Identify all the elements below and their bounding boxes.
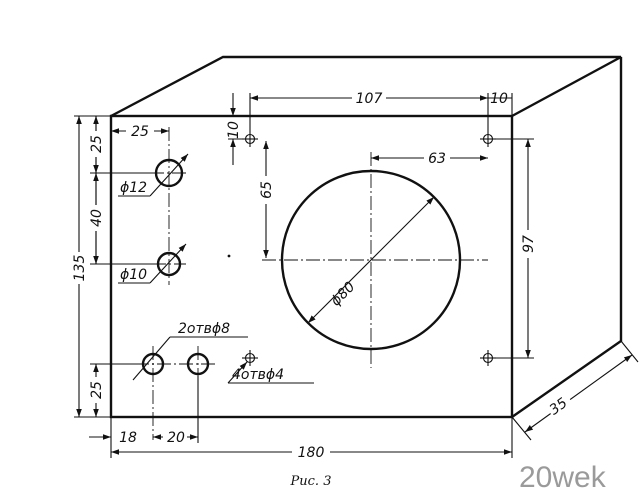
dim-180-gap <box>292 444 330 459</box>
right-horizontal-dimension: 63 <box>371 150 488 167</box>
dim-35-ext-front <box>511 416 532 441</box>
dim-107-gap <box>352 89 386 105</box>
label-two-holes: 2отвϕ8 <box>178 321 230 337</box>
left-horizontal-dimension: 25 <box>111 123 169 140</box>
large-opening: ϕ80 <box>262 152 488 368</box>
dim-35-ext-back <box>620 340 639 363</box>
depth-35-dimension: 35 <box>511 340 639 441</box>
dim-65: 65 <box>259 181 275 199</box>
dim-20-gap <box>163 430 187 444</box>
leader-8 <box>132 336 171 381</box>
front-face <box>109 114 514 419</box>
dim-97: 97 <box>521 235 537 253</box>
vertical-97-dimension: 97 <box>492 138 537 359</box>
diameter-80-line <box>307 196 435 324</box>
label-d10: ϕ10 <box>120 267 147 283</box>
dim-135: 135 <box>72 255 88 282</box>
label-d80: ϕ80 <box>328 279 359 310</box>
dim-25-v-bottom-gap <box>88 377 104 403</box>
label-d12: ϕ12 <box>120 180 147 196</box>
dim-63-gap <box>424 150 450 165</box>
small-mark-dot <box>227 254 231 258</box>
dim-10-hole-offset: 10 <box>226 121 242 139</box>
dim-10-top: 10 <box>490 91 508 107</box>
leader-12 <box>149 153 189 197</box>
dim-18: 18 <box>119 430 137 446</box>
upper-left-holes: ϕ12 ϕ10 <box>118 127 189 285</box>
dim-35-line <box>524 354 633 433</box>
label-four-holes: 4отвϕ4 <box>232 367 284 383</box>
dim-40: 40 <box>89 209 105 227</box>
dim-25-h-gap <box>126 123 154 138</box>
watermark-text: 20wek <box>519 461 607 494</box>
dim-63: 63 <box>428 151 446 167</box>
dim-107: 107 <box>356 91 383 107</box>
top-dimensions: 107 10 10 <box>226 89 513 165</box>
leader-4 <box>227 361 248 384</box>
mounting-holes: 4отвϕ4 <box>227 93 496 384</box>
dim-25-vertical-bottom: 25 <box>89 381 105 399</box>
width-180-dimension: 180 <box>110 417 513 461</box>
dim-135-gap <box>71 252 87 284</box>
vertical-65-dimension: 65 <box>258 141 275 258</box>
figure-caption: Рис. 3 <box>290 474 332 489</box>
dim-35-gap <box>545 392 575 420</box>
bottom-small-dimensions: 18 20 <box>89 376 199 446</box>
dim-40-gap <box>88 205 104 231</box>
dim-25-v-gap <box>88 131 104 157</box>
dim-25-vertical-top: 25 <box>89 135 105 153</box>
top-face-edge <box>110 55 622 118</box>
height-135-dimension: 135 <box>71 115 111 418</box>
dim-180: 180 <box>298 445 325 461</box>
left-vertical-dimensions: 25 40 25 <box>88 116 158 417</box>
leader-10 <box>149 243 187 284</box>
dim-65-gap <box>258 176 274 204</box>
dim-20: 20 <box>167 430 185 446</box>
lower-left-holes: 2отвϕ8 <box>132 321 248 440</box>
dim-25-horizontal: 25 <box>131 124 149 140</box>
dim-97-gap <box>520 230 536 258</box>
